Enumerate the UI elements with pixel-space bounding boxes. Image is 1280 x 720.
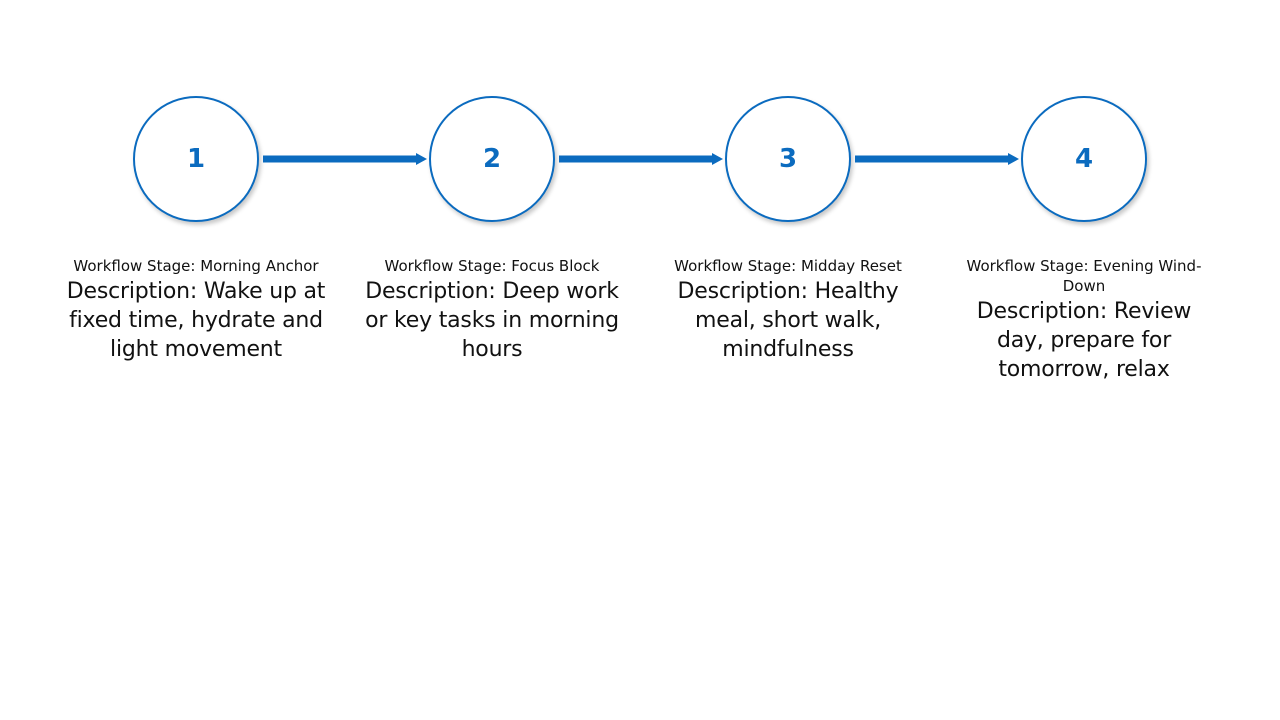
step-2-label: Workflow Stage: Focus Block Description:… <box>362 256 622 364</box>
arrow-2-to-3 <box>559 153 723 165</box>
step-4-stage: Workflow Stage: Evening Wind-Down <box>966 257 1202 295</box>
step-2-circle: 2 <box>429 96 555 222</box>
step-3-stage: Workflow Stage: Midday Reset <box>674 257 902 275</box>
arrow-3-to-4 <box>855 153 1019 165</box>
step-1-stage: Workflow Stage: Morning Anchor <box>73 257 319 275</box>
step-4-number: 4 <box>1074 144 1094 174</box>
step-1-label: Workflow Stage: Morning Anchor Descripti… <box>66 256 326 364</box>
arrow-1-to-2 <box>263 153 427 165</box>
step-2-number: 2 <box>482 144 502 174</box>
step-3-number: 3 <box>778 144 798 174</box>
step-3-circle: 3 <box>725 96 851 222</box>
step-1-description: Description: Wake up at fixed time, hydr… <box>66 279 326 362</box>
step-2-description: Description: Deep work or key tasks in m… <box>365 279 619 362</box>
step-4-description: Description: Review day, prepare for tom… <box>976 299 1192 382</box>
step-2-stage: Workflow Stage: Focus Block <box>384 257 600 275</box>
step-4-label: Workflow Stage: Evening Wind-Down Descri… <box>954 256 1214 384</box>
step-4-circle: 4 <box>1021 96 1147 222</box>
step-3-description: Description: Healthy meal, short walk, m… <box>677 279 899 362</box>
step-3-label: Workflow Stage: Midday Reset Description… <box>658 256 918 364</box>
step-1-number: 1 <box>186 144 206 174</box>
step-1-circle: 1 <box>133 96 259 222</box>
